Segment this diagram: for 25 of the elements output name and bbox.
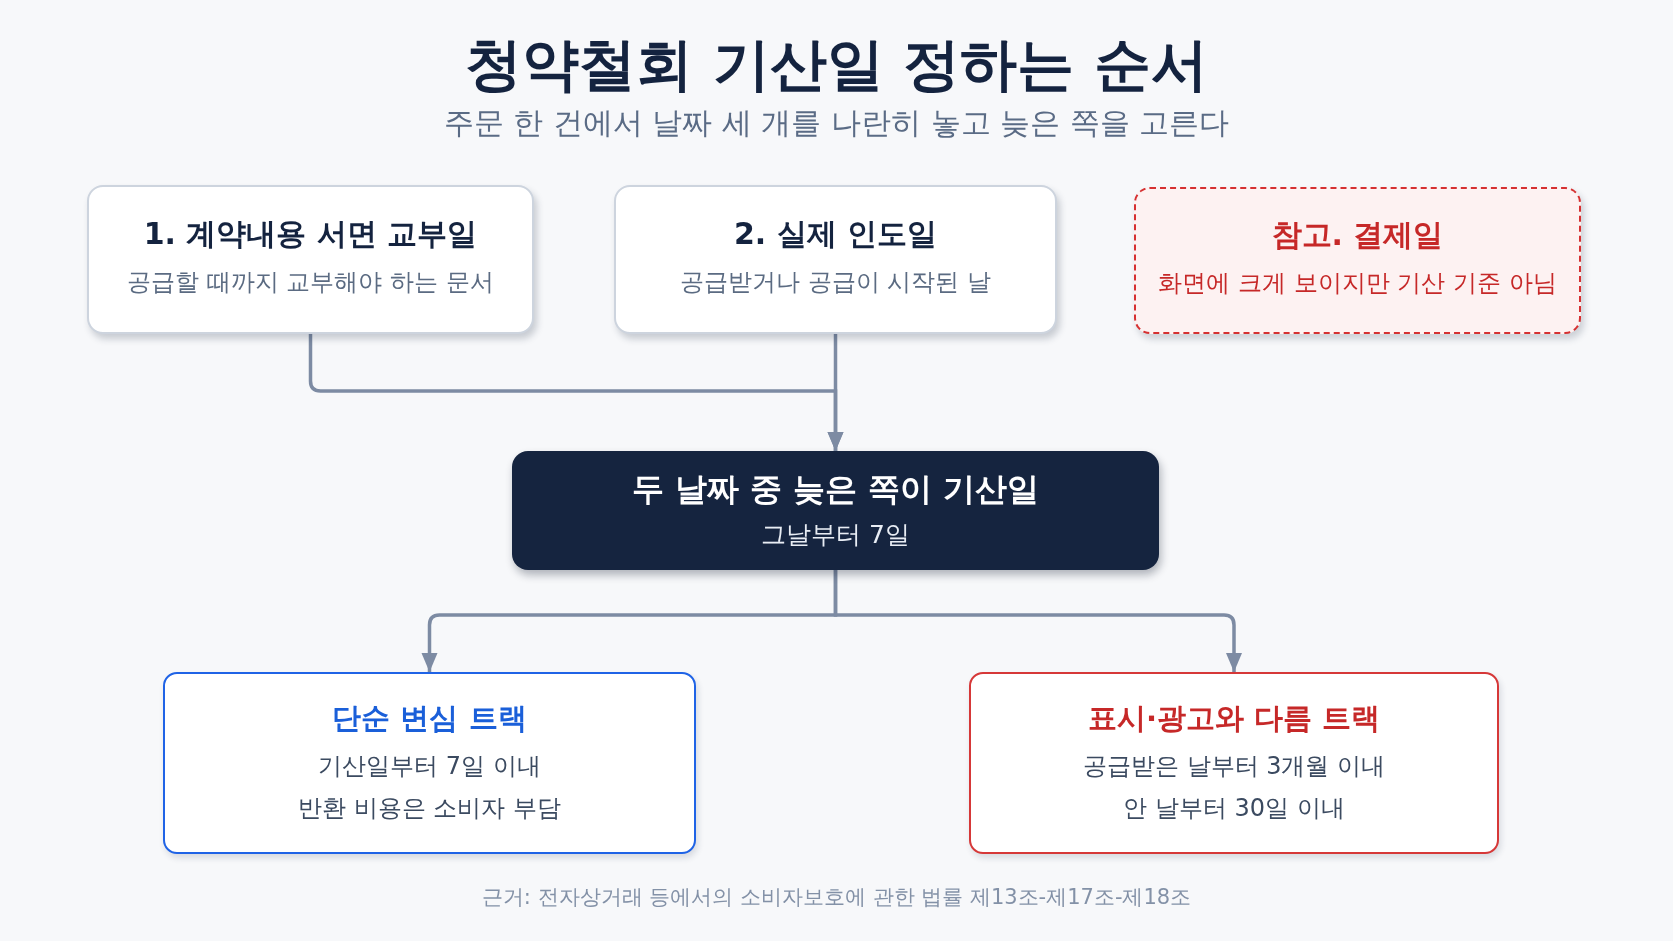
detail-text: 공급받거나 공급이 시작된 날 <box>680 267 991 297</box>
step-box <box>87 185 534 334</box>
title: 청약철회 기산일 정하는 순서 <box>464 30 1209 99</box>
arrow <box>833 570 1242 672</box>
arrow <box>827 334 844 451</box>
subtitle: 주문 한 건에서 날짜 세 개를 나란히 놓고 늦은 쪽을 고른다 <box>443 104 1230 142</box>
track-box <box>969 672 1499 854</box>
heading: 참고. 결제일 <box>1271 216 1444 254</box>
detail-text: 공급할 때까지 교부해야 하는 문서 <box>127 267 494 297</box>
step-box <box>614 185 1057 334</box>
heading: 표시·광고와 다름 트랙 <box>1087 699 1381 737</box>
detail-text: 안 날부터 30일 이내 <box>1123 792 1345 824</box>
detail-text: 기산일부터 7일 이내 <box>318 750 541 782</box>
detail-text: 반환 비용은 소비자 부담 <box>298 792 561 824</box>
result-box <box>512 451 1159 570</box>
heading: 단순 변심 트랙 <box>332 699 527 737</box>
source-note: 근거: 전자상거래 등에서의 소비자보호에 관한 법률 제13조-제17조-제18조 <box>481 884 1192 911</box>
heading: 두 날짜 중 늦은 쪽이 기산일 <box>631 468 1040 510</box>
track-box <box>163 672 696 854</box>
detail-text: 공급받은 날부터 3개월 이내 <box>1082 750 1386 782</box>
detail-text: 그날부터 7일 <box>761 518 910 551</box>
note-box <box>1134 187 1581 334</box>
heading: 1. 계약내용 서면 교부일 <box>143 215 478 253</box>
heading: 2. 실제 인도일 <box>733 215 938 253</box>
detail-text: 화면에 크게 보이지만 기산 기준 아님 <box>1158 268 1557 298</box>
